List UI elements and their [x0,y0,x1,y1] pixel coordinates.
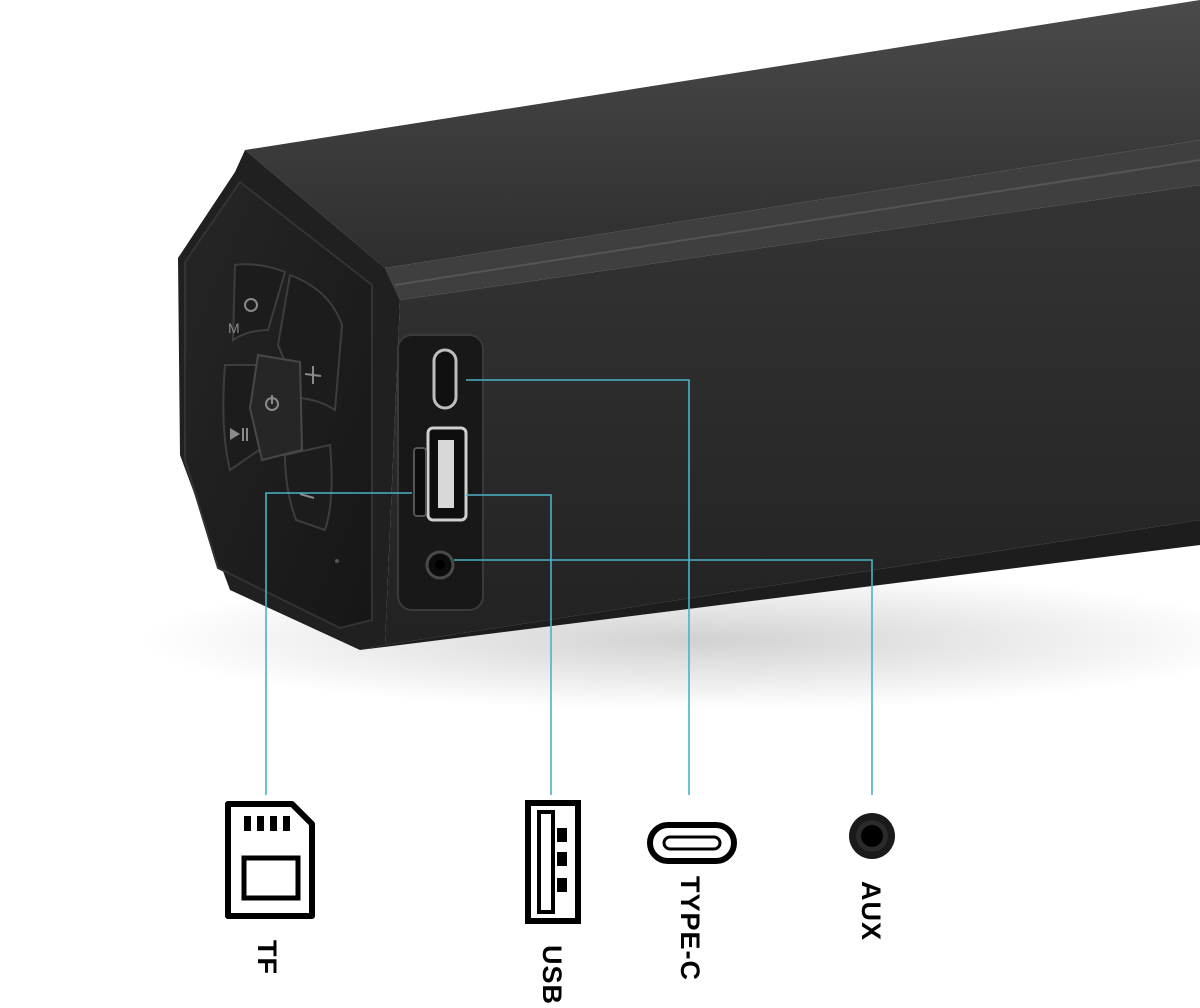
bevel-highlight [394,159,1200,286]
typec-label: TYPE-C [675,876,705,982]
callout-tf [265,492,412,795]
callout-usb [466,494,552,795]
minus-icon [299,493,315,499]
volume-down-button[interactable] [283,443,333,532]
device-usb-tongue [438,440,454,508]
device-tf-slot [413,447,427,517]
device-typec-port [432,348,458,410]
soundbar-bottom-bevel [360,520,1200,650]
aux-label: AUX [856,881,886,942]
mode-button[interactable] [231,263,287,342]
soundbar-top-face [245,0,1200,268]
control-buttons: M [222,263,344,563]
usb-port-icon [525,800,581,924]
usb-c-port-icon [647,822,737,864]
mode-letter: M [228,320,240,336]
aux-jack-icon [849,813,895,859]
callout-lines [265,379,873,795]
callout-aux [454,559,873,795]
light-icon [244,298,258,312]
soundbar-side-face [385,185,1200,645]
tf-label: TF [252,940,282,975]
play-icon [230,428,240,440]
callout-typec [466,379,690,795]
usb-label: USB [537,945,567,1006]
sd-card-icon [225,801,315,919]
mic-hole [335,559,339,563]
soundbar-top-bevel [385,140,1200,300]
device-aux-hole [435,560,445,570]
